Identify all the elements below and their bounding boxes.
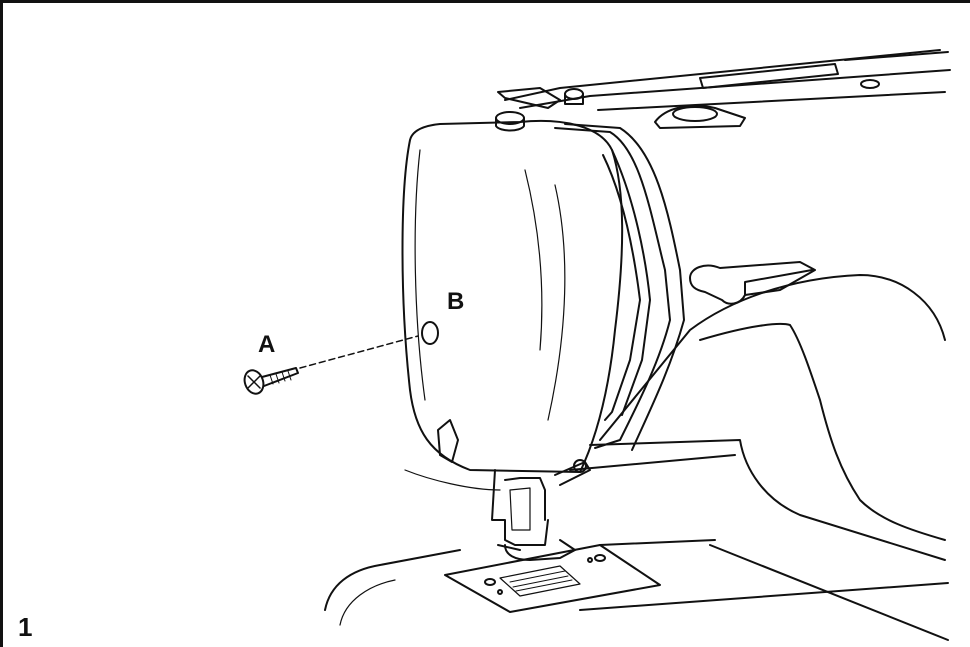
callout-a: A — [258, 331, 276, 358]
callout-b: B — [447, 288, 465, 315]
screw-hole — [422, 322, 438, 344]
machine-arm — [405, 275, 945, 560]
take-up-lever-channel — [555, 124, 684, 450]
step-number: 1 — [18, 612, 33, 642]
machine-bed — [325, 540, 948, 640]
alignment-dashed-line — [300, 336, 418, 368]
needle-plate — [445, 545, 660, 612]
top-cover-handle — [505, 50, 950, 128]
thread-guide — [496, 88, 583, 131]
face-plate — [403, 121, 623, 472]
presser-foot — [492, 460, 590, 560]
screw-icon — [241, 368, 298, 397]
